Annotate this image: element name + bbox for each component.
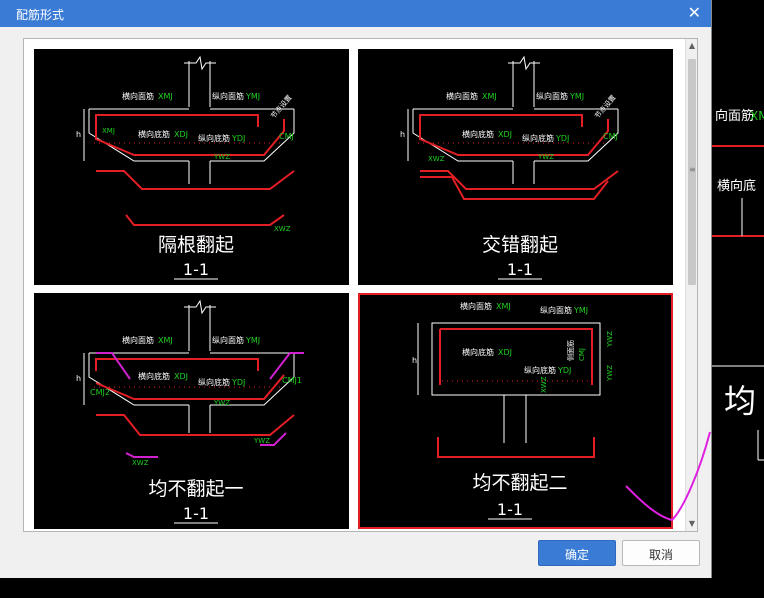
label-ywz: YWZ [606,331,614,348]
option-gallery: 横向面筋 XMJ 纵向面筋 YMJ 横向底筋 XDJ 纵向底筋 YDJ 节点设置… [23,38,698,532]
bg-label-1: 向面筋 [715,108,754,124]
label-zdj: 纵向底筋 [522,133,554,143]
label-zmj: 纵向面筋 [536,91,568,101]
label-hmj-code: XMJ [496,302,511,311]
label-ywz-2: YWZ [253,437,270,445]
label-hdj-code: XDJ [498,348,512,357]
background-canvas: 向面筋 XM 横向底 均 [712,0,764,598]
label-xwz: XWZ [428,155,445,163]
cancel-button[interactable]: 取消 [622,540,700,566]
scroll-up-icon[interactable]: ▲ [688,41,696,50]
background-bottom [0,578,712,598]
label-c1: CMJ [279,132,294,141]
label-hmj-code: XMJ [158,92,173,101]
label-cmj: 侧面筋 [566,340,575,361]
label-zdj-code: YDJ [231,134,245,143]
rebar-diagram-1: 横向面筋 XMJ 纵向面筋 YMJ 横向底筋 XDJ 纵向底筋 YDJ 节点设置… [76,55,295,280]
dialog-title: 配筋形式 [16,8,65,22]
label-zmj: 纵向面筋 [212,335,244,345]
label-hmj: 横向面筋 [122,91,154,101]
label-zmj: 纵向面筋 [212,91,244,101]
label-zmj-code: YMJ [573,306,588,315]
label-hdj-code: XDJ [174,130,188,139]
bg-label-1-code: XM [750,109,764,123]
rebar-form-dialog: 配筋形式 ✕ [0,0,712,578]
section-mark: 1-1 [507,260,533,279]
section-mark: 1-1 [497,500,523,519]
label-ywz: YWZ [213,399,230,407]
label-zdj-code: YDJ [231,378,245,387]
label-h: h [412,356,417,365]
label-c2: CMJ2 [90,388,110,397]
label-h: h [400,130,405,139]
option-card-1[interactable]: 横向面筋 XMJ 纵向面筋 YMJ 横向底筋 XDJ 纵向底筋 YDJ 节点设置… [34,49,349,285]
label-hdj-code: XDJ [174,372,188,381]
scroll-down-icon[interactable]: ▼ [688,519,696,528]
label-zmj-code: YMJ [569,92,584,101]
label-ywz: YWZ [537,153,554,161]
section-mark: 1-1 [183,504,209,523]
label-hdj: 横向底筋 [138,129,170,139]
dialog-titlebar: 配筋形式 ✕ [0,0,711,27]
label-zmj-code: YMJ [245,92,260,101]
section-mark: 1-1 [183,260,209,279]
label-hmj: 横向面筋 [122,335,154,345]
label-xwz: XWZ [274,225,291,233]
rebar-diagram-2: 横向面筋 XMJ 纵向面筋 YMJ 横向底筋 XDJ 纵向底筋 YDJ 节点设置… [400,55,619,280]
label-h: h [76,374,81,383]
label-c1: CMJ1 [282,376,302,385]
label-hmj: 横向面筋 [446,91,478,101]
label-ywz: YWZ [213,153,230,161]
label-zdj: 纵向底筋 [198,377,230,387]
rebar-diagram-3: 横向面筋 XMJ 纵向面筋 YMJ 横向底筋 XDJ 纵向底筋 YDJ CMJ1… [76,299,304,524]
option-caption: 均不翻起二 [472,472,567,494]
label-hdj: 横向底筋 [462,129,494,139]
confirm-button[interactable]: 确定 [538,540,616,566]
label-c1: CMJ [603,132,618,141]
label-cmj-code: CMJ [578,348,586,361]
label-zmj-code: YMJ [245,336,260,345]
close-icon[interactable]: ✕ [687,3,701,22]
label-ywz-2: YWZ [606,365,614,382]
option-caption: 交错翻起 [482,234,558,256]
label-zdj: 纵向底筋 [198,133,230,143]
label-hmj: 横向面筋 [460,301,492,311]
grip-icon: ≡ [689,165,696,174]
scroll-thumb[interactable]: ≡ [688,59,696,285]
option-card-4[interactable]: 横向面筋 XMJ 纵向面筋 YMJ 横向底筋 XDJ 纵向底筋 YDJ 侧面筋 … [358,293,673,529]
label-xwz: XWZ [132,459,149,467]
label-hdj: 横向底筋 [138,371,170,381]
label-hmj-code: XMJ [158,336,173,345]
label-h: h [76,130,81,139]
label-xwz: XWZ [540,376,548,393]
option-caption: 隔根翻起 [158,234,234,256]
option-card-2[interactable]: 横向面筋 XMJ 纵向面筋 YMJ 横向底筋 XDJ 纵向底筋 YDJ 节点设置… [358,49,673,285]
background-drawing: 向面筋 XM 横向底 均 [712,108,764,461]
option-caption: 均不翻起一 [148,478,243,500]
option-card-3[interactable]: 横向面筋 XMJ 纵向面筋 YMJ 横向底筋 XDJ 纵向底筋 YDJ CMJ1… [34,293,349,529]
bg-label-2: 横向底 [717,178,756,194]
bg-big-char: 均 [724,382,756,420]
label-hdj-code: XDJ [498,130,512,139]
label-zdj: 纵向底筋 [524,365,556,375]
rebar-diagram-4: 横向面筋 XMJ 纵向面筋 YMJ 横向底筋 XDJ 纵向底筋 YDJ 侧面筋 … [412,301,614,520]
label-c2: XMJ [102,127,115,135]
label-zmj: 纵向面筋 [540,305,572,315]
label-zdj-code: YDJ [557,366,571,375]
label-hmj-code: XMJ [482,92,497,101]
label-hdj: 横向底筋 [462,347,494,357]
label-zdj-code: YDJ [555,134,569,143]
vertical-scrollbar[interactable]: ▲ ≡ ▼ [685,39,697,531]
